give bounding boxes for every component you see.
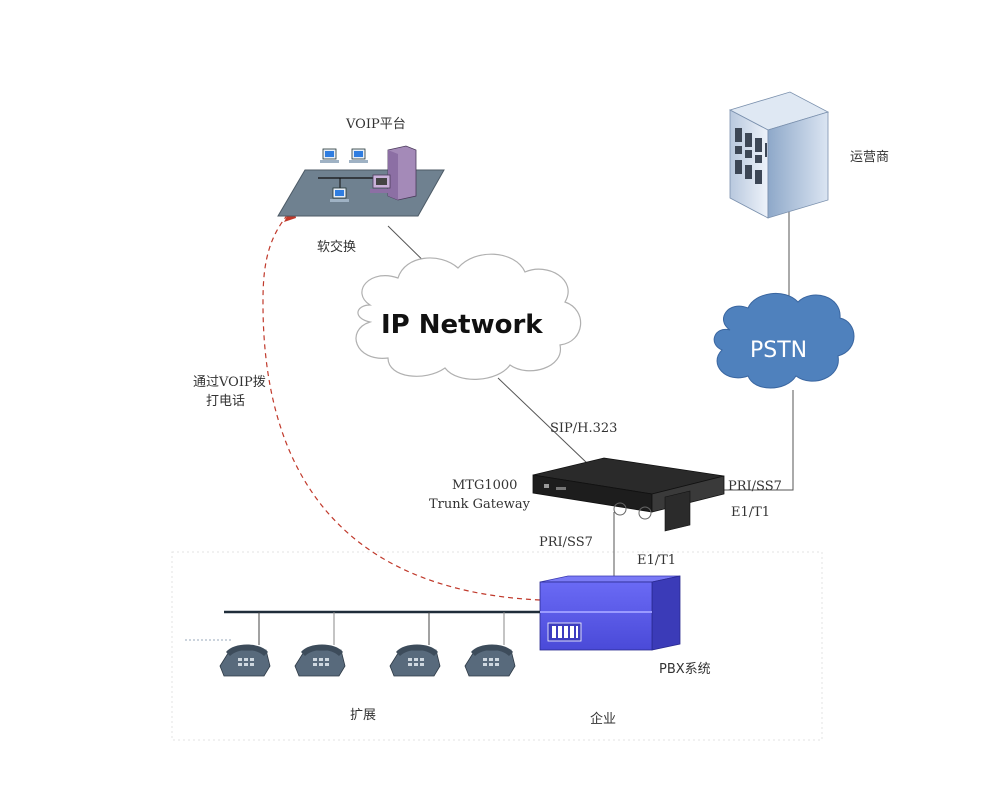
workstation-icon xyxy=(330,187,349,202)
enterprise-boundary xyxy=(171,551,823,741)
workstation-icon xyxy=(320,148,339,163)
pri-ss7-left-label: PRI/SS7 xyxy=(539,535,593,550)
sip-h323-label: SIP/H.323 xyxy=(550,421,618,436)
voip-platform-graphic xyxy=(277,145,445,217)
gateway-name-label: Trunk Gateway xyxy=(429,497,530,512)
enterprise-label: 企业 xyxy=(590,712,617,727)
extension-label: 扩展 xyxy=(350,708,377,723)
voip-call-label-line1: 通过VOIP拨 xyxy=(193,375,266,390)
voip-call-path xyxy=(262,211,541,601)
pstn-cloud xyxy=(713,292,855,389)
trunk-gateway-device xyxy=(532,457,725,532)
pstn-to-gateway-line xyxy=(724,390,794,491)
phone-icon xyxy=(219,644,271,677)
operator-label: 运营商 xyxy=(850,150,890,165)
pri-ss7-right-label: PRI/SS7 xyxy=(728,479,782,494)
ip-network-label: IP Network xyxy=(381,310,543,340)
ip-network-cloud xyxy=(355,253,582,380)
pbx-device xyxy=(539,575,681,651)
pbx-system-label: PBX系统 xyxy=(659,662,711,677)
operator-building-icon xyxy=(728,91,830,219)
ip-to-gateway-line xyxy=(497,377,589,465)
voip-call-label-line2: 打电话 xyxy=(206,394,246,409)
server-icon xyxy=(370,145,417,201)
phone-icon xyxy=(464,644,516,677)
e1t1-left-label: E1/T1 xyxy=(637,553,677,568)
voip-platform-label: VOIP平台 xyxy=(346,117,406,132)
workstation-icon xyxy=(349,148,368,163)
softswitch-label: 软交换 xyxy=(317,240,357,255)
phone-icon xyxy=(294,644,346,677)
phone-icon xyxy=(389,644,441,677)
pstn-label: PSTN xyxy=(750,338,808,363)
gateway-model-label: MTG1000 xyxy=(452,478,518,493)
e1t1-right-label: E1/T1 xyxy=(731,505,771,520)
